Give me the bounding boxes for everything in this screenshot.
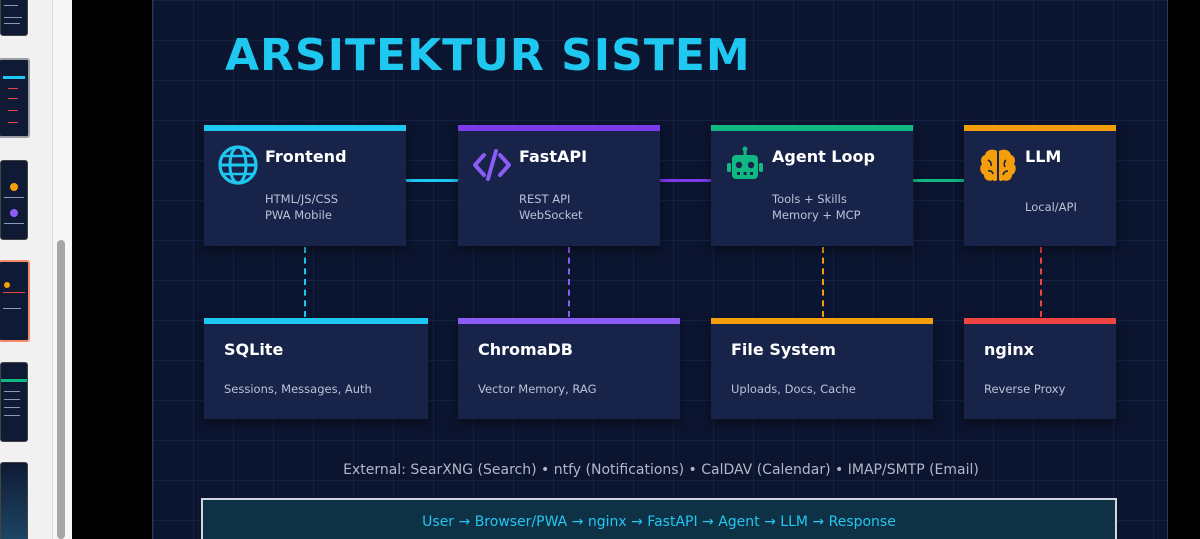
brain-icon [978, 145, 1018, 185]
slide-thumbnail-3[interactable] [0, 160, 28, 240]
component-name: ChromaDB [478, 340, 573, 359]
connector-agent-llm [913, 179, 965, 182]
viewer-background-right [1168, 0, 1200, 539]
slide-thumbnail-panel [0, 0, 52, 539]
component-agent-loop: Agent Loop Tools + Skills Memory + MCP [711, 125, 913, 246]
component-description: Tools + Skills Memory + MCP [772, 192, 861, 222]
connector-frontend-fastapi [406, 179, 458, 182]
component-accent-bar [711, 318, 933, 324]
code-icon [472, 145, 512, 185]
component-description: Uploads, Docs, Cache [731, 382, 856, 396]
globe-icon [218, 145, 258, 185]
component-name: File System [731, 340, 836, 359]
component-description: Sessions, Messages, Auth [224, 382, 372, 396]
component-chromadb: ChromaDB Vector Memory, RAG [458, 318, 680, 419]
component-accent-bar [458, 125, 660, 131]
external-services-text: External: SearXNG (Search) • ntfy (Notif… [343, 462, 979, 478]
connector-fastapi-chromadb [568, 247, 570, 317]
component-accent-bar [964, 125, 1116, 131]
component-name: Frontend [265, 147, 347, 166]
component-description: Reverse Proxy [984, 382, 1066, 396]
slide-thumbnail-1[interactable] [0, 0, 28, 36]
slide-canvas: ARSITEKTUR SISTEM Frontend HTML/JS/CSS P… [152, 0, 1168, 539]
slide-thumbnail-6[interactable] [0, 462, 28, 539]
robot-icon [725, 145, 765, 185]
component-name: SQLite [224, 340, 284, 359]
slide-title: ARSITEKTUR SISTEM [225, 30, 751, 81]
request-flow-box: User → Browser/PWA → nginx → FastAPI → A… [201, 498, 1117, 539]
component-accent-bar [204, 125, 406, 131]
component-accent-bar [204, 318, 428, 324]
component-name: Agent Loop [772, 147, 875, 166]
slide-thumbnail-4[interactable] [0, 260, 30, 342]
component-sqlite: SQLite Sessions, Messages, Auth [204, 318, 428, 419]
component-name: LLM [1025, 147, 1062, 166]
component-llm: LLM Local/API [964, 125, 1116, 246]
component-description: Local/API [1025, 200, 1077, 214]
connector-fastapi-agent [660, 179, 712, 182]
component-nginx: nginx Reverse Proxy [964, 318, 1116, 419]
slide-thumbnail-2[interactable] [0, 58, 30, 138]
thumbnail-scrollbar-thumb[interactable] [57, 240, 65, 539]
component-accent-bar [458, 318, 680, 324]
component-fastapi: FastAPI REST API WebSocket [458, 125, 660, 246]
component-file-system: File System Uploads, Docs, Cache [711, 318, 933, 419]
component-description: HTML/JS/CSS PWA Mobile [265, 192, 339, 222]
component-accent-bar [711, 125, 913, 131]
component-accent-bar [964, 318, 1116, 324]
connector-llm-nginx [1040, 247, 1042, 317]
request-flow-text: User → Browser/PWA → nginx → FastAPI → A… [422, 514, 896, 530]
component-name: FastAPI [519, 147, 588, 166]
component-frontend: Frontend HTML/JS/CSS PWA Mobile [204, 125, 406, 246]
connector-agent-filesystem [822, 247, 824, 317]
connector-frontend-sqlite [304, 247, 306, 317]
component-name: nginx [984, 340, 1035, 359]
slide-thumbnail-5[interactable] [0, 362, 28, 442]
component-description: Vector Memory, RAG [478, 382, 597, 396]
component-description: REST API WebSocket [519, 192, 583, 222]
viewer-background [72, 0, 152, 539]
